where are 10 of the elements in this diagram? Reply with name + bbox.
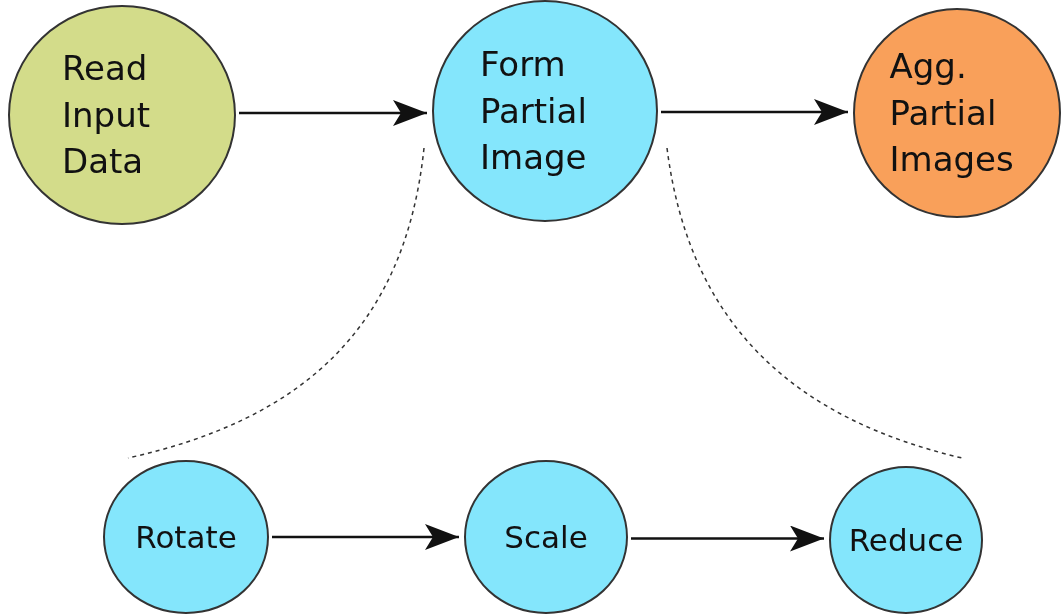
node-label: Rotate [135,517,237,557]
arrow [272,524,459,550]
node-label: Agg. Partial Images [889,44,1015,182]
arrow [631,525,824,552]
node-label: Read Input Data [62,46,152,184]
node-label: Reduce [848,520,964,560]
node-label: Form Partial Image [480,42,588,180]
node-label: Scale [504,517,588,557]
arrow [661,99,848,125]
arrow [239,100,427,126]
